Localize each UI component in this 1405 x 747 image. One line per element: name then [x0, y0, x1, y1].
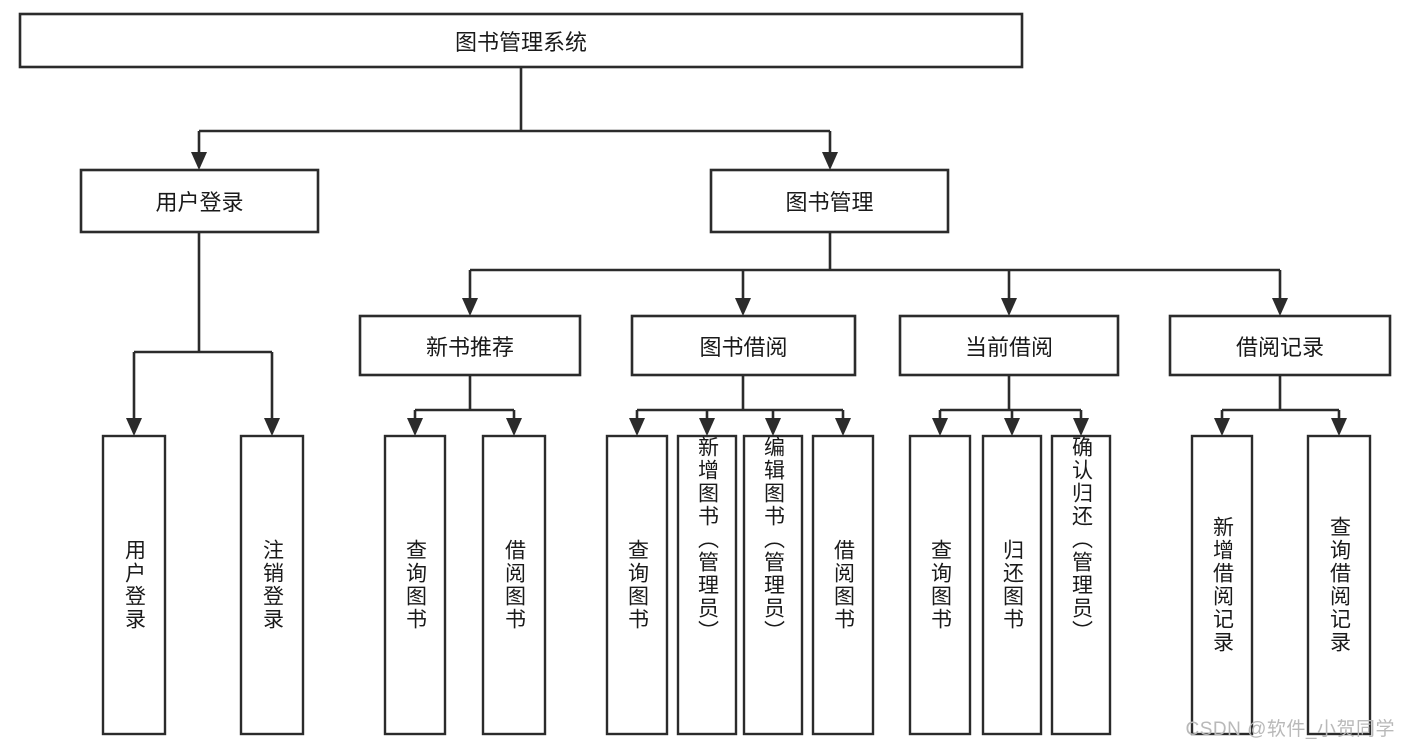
- node-leaf-query-book-3[interactable]: [908, 434, 972, 736]
- node-book-manage[interactable]: [709, 168, 950, 234]
- arrowhead-current-borrow: [1001, 298, 1017, 316]
- node-leaf-borrow-book-1[interactable]: [481, 434, 547, 736]
- arrowhead-leaf-borrow-book-1: [506, 418, 522, 436]
- arrowhead-user-login: [191, 152, 207, 170]
- connector-group: [126, 67, 1347, 436]
- arrowhead-leaf-return-book: [1004, 418, 1020, 436]
- arrowhead-leaf-add-record: [1214, 418, 1230, 436]
- node-leaf-confirm-return[interactable]: [1050, 434, 1112, 736]
- node-leaf-add-record[interactable]: [1190, 434, 1254, 736]
- node-borrow-record[interactable]: [1168, 314, 1392, 377]
- arrowhead-book-manage: [822, 152, 838, 170]
- node-leaf-logout[interactable]: [239, 434, 305, 736]
- node-leaf-query-record[interactable]: [1306, 434, 1372, 736]
- arrowhead-leaf-edit-book: [765, 418, 781, 436]
- arrowhead-leaf-query-book-2: [629, 418, 645, 436]
- arrowhead-leaf-query-book-1: [407, 418, 423, 436]
- node-root[interactable]: [18, 12, 1024, 69]
- node-leaf-return-book[interactable]: [981, 434, 1043, 736]
- arrowhead-leaf-confirm-return: [1073, 418, 1089, 436]
- node-leaf-edit-book[interactable]: [742, 434, 804, 736]
- arrowhead-leaf-borrow-book-2: [835, 418, 851, 436]
- node-leaf-query-book-1[interactable]: [383, 434, 447, 736]
- arrowhead-borrow-record: [1272, 298, 1288, 316]
- node-leaf-user-login[interactable]: [101, 434, 167, 736]
- node-user-login[interactable]: [79, 168, 320, 234]
- node-leaf-query-book-2[interactable]: [605, 434, 669, 736]
- node-book-borrow[interactable]: [630, 314, 857, 377]
- arrowhead-new-book-rec: [462, 298, 478, 316]
- arrowhead-leaf-query-book-3: [932, 418, 948, 436]
- arrowhead-leaf-user-login: [126, 418, 142, 436]
- arrowhead-leaf-query-record: [1331, 418, 1347, 436]
- node-leaf-borrow-book-2[interactable]: [811, 434, 875, 736]
- arrowhead-leaf-logout: [264, 418, 280, 436]
- node-leaf-add-book[interactable]: [676, 434, 738, 736]
- arrowhead-book-borrow: [735, 298, 751, 316]
- arrowhead-leaf-add-book: [699, 418, 715, 436]
- node-current-borrow[interactable]: [898, 314, 1120, 377]
- node-new-book-rec[interactable]: [358, 314, 582, 377]
